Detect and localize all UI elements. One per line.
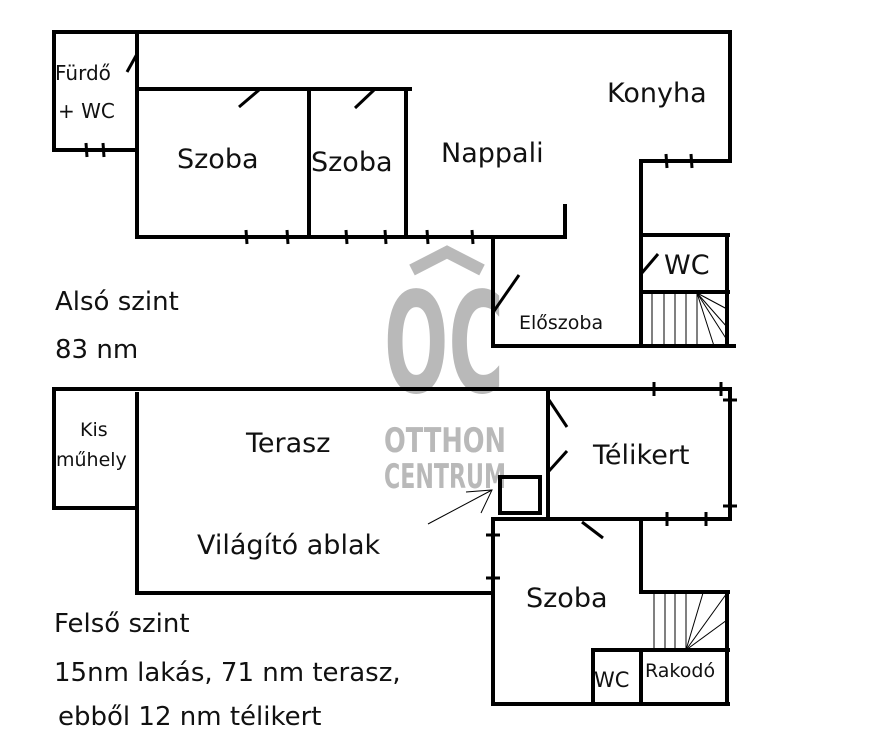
room-label-wc: WC: [664, 250, 710, 281]
lower-level-area: 83 nm: [55, 335, 138, 365]
room-label-winter-garden: Télikert: [592, 440, 690, 471]
room-label-kitchen: Konyha: [607, 78, 707, 109]
room-label-room1: Szoba: [177, 144, 259, 175]
watermark-roof-icon: [409, 245, 485, 276]
lower-stairs: [651, 292, 728, 347]
room-label-living: Nappali: [441, 138, 544, 169]
lower-level-title: Alsó szint: [55, 287, 179, 317]
watermark-line1: OTTHON: [384, 421, 506, 461]
watermark-logo: OC: [384, 263, 504, 426]
skylight-arrow-icon: [427, 489, 493, 525]
lower-level-doors: [84, 53, 694, 312]
upper-stairs: [653, 592, 728, 651]
upper-level-line2: ebből 12 nm télikert: [58, 702, 321, 732]
upper-level-line1: 15nm lakás, 71 nm terasz,: [54, 658, 401, 688]
upper-level-doors: [486, 382, 737, 580]
room-label-workshop: Kis: [80, 419, 108, 441]
upper-level-title: Felső szint: [54, 609, 190, 639]
watermark-line2: CENTRUM: [384, 457, 506, 497]
room-label-bath-wc: + WC: [58, 99, 115, 123]
upper-level-walls: [52, 387, 732, 706]
room-label-room2: Szoba: [311, 147, 393, 178]
room-label-terrace: Terasz: [245, 428, 330, 459]
lower-level-walls: [52, 30, 736, 348]
room-label-bath: Fürdő: [55, 61, 111, 85]
room-label-skylight: Világító ablak: [197, 530, 380, 561]
room-label-wc-upper: WC: [594, 668, 629, 692]
room-label-storage: Rakodó: [645, 660, 715, 682]
watermark: OC OTTHON CENTRUM: [384, 245, 506, 497]
room-label-hall: Előszoba: [519, 312, 603, 334]
room-label-workshop-2: műhely: [56, 449, 127, 471]
room-label-room: Szoba: [526, 583, 608, 614]
